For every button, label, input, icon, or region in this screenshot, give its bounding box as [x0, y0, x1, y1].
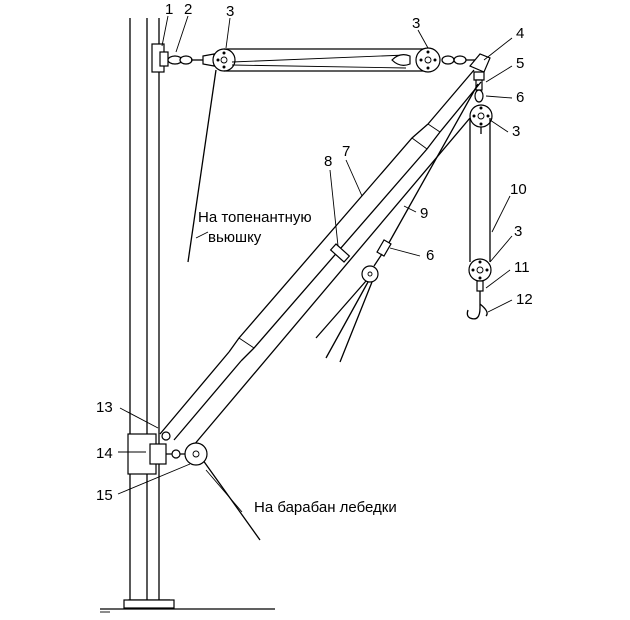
- callout-3-cargo-block-upper: 3: [512, 123, 520, 140]
- topping-shackle: [167, 55, 203, 65]
- callout-15: 15: [96, 487, 113, 504]
- callout-2: 2: [184, 1, 192, 18]
- callout-1: 1: [165, 1, 173, 18]
- boom-head-fitting: [469, 53, 491, 81]
- callout-5: 5: [516, 55, 524, 72]
- cargo-block-upper: [469, 104, 493, 134]
- callout-3-cargo-block-lower: 3: [514, 223, 522, 240]
- topping-block-boom: [391, 47, 476, 73]
- callout-4: 4: [516, 25, 524, 42]
- topping-lead-line: [187, 69, 217, 263]
- topping-lines: [224, 48, 428, 72]
- caption-topping-line-2: вьюшку: [208, 229, 262, 246]
- cargo-hook: [466, 280, 488, 320]
- gooseneck-bracket: [127, 433, 188, 475]
- boom-eye-fitting: [329, 243, 351, 263]
- callout-13: 13: [96, 399, 113, 416]
- callout-14: 14: [96, 445, 113, 462]
- mast: [100, 18, 275, 613]
- callout-10: 10: [510, 181, 527, 198]
- callout-7: 7: [342, 143, 350, 160]
- caption-winch: На барабан лебедки: [254, 499, 397, 516]
- leader-lines: [117, 15, 513, 513]
- cargo-runner: [187, 117, 471, 541]
- boom-head-swivel: [474, 79, 484, 103]
- callout-8: 8: [324, 153, 332, 170]
- callout-numbers: 1 2 3 3 4 5 6 3 7 8 9 6 10 3 11 12 13 14…: [96, 1, 533, 504]
- callout-6-upper: 6: [516, 89, 524, 106]
- callout-3-topping-block-boom: 3: [412, 15, 420, 32]
- cargo-tackle-falls: [469, 118, 491, 262]
- callout-12: 12: [516, 291, 533, 308]
- callout-11: 11: [514, 259, 530, 276]
- mast-head-fitting: [151, 43, 169, 73]
- callout-3-topping-block-mast: 3: [226, 3, 234, 20]
- caption-topping-line-1: На топенантную: [198, 209, 312, 226]
- topping-block-mast: [202, 48, 236, 72]
- heel-block: [184, 442, 208, 466]
- guy-pendant: [315, 83, 479, 363]
- boom-heel: [161, 431, 171, 441]
- captions: На топенантную вьюшку На барабан лебедки: [198, 209, 397, 516]
- cargo-block-lower: [468, 258, 492, 282]
- callout-6-lower: 6: [426, 247, 434, 264]
- callout-9: 9: [420, 205, 428, 222]
